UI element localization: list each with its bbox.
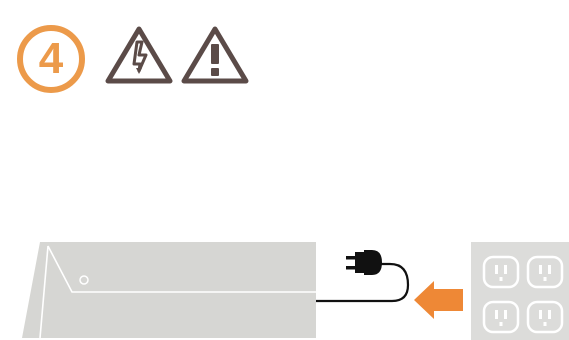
electric-shock-warning-icon [105,26,173,84]
outlet-socket [482,255,520,289]
power-plug-icon [346,250,382,275]
outlet-socket [526,300,564,334]
device-body [22,242,316,339]
outlet-socket [526,255,564,289]
step-badge-circle [17,25,85,93]
step-number: 4 [38,34,64,83]
insert-direction-arrow [414,281,463,319]
wall-outlet-panel [471,242,569,340]
outlet-socket [482,300,520,334]
caution-exclamation-icon [181,26,249,84]
power-cable [316,262,410,303]
